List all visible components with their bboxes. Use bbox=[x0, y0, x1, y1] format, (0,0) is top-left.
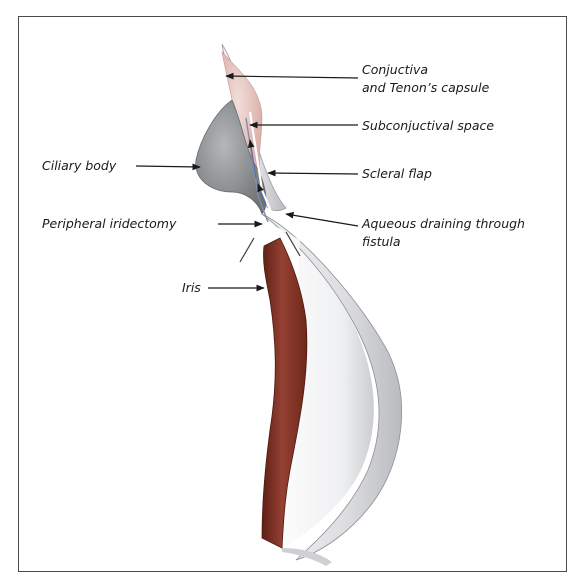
label-conjunctiva-line2: and Tenon’s capsule bbox=[362, 80, 490, 95]
label-conjunctiva-line1: Conjuctiva bbox=[362, 62, 428, 77]
label-aqueous-line1: Aqueous draining through bbox=[361, 216, 525, 231]
label-scleral-flap: Scleral flap bbox=[362, 166, 432, 181]
pointer-aqueous bbox=[286, 214, 358, 226]
label-peripheral-iridectomy: Peripheral iridectomy bbox=[42, 216, 177, 231]
label-subconjunctival-space: Subconjuctival space bbox=[362, 118, 494, 133]
label-iris: Iris bbox=[182, 280, 201, 295]
pointer-scleral-flap bbox=[268, 173, 358, 174]
label-aqueous-line2: fistula bbox=[362, 234, 401, 249]
label-ciliary-body: Ciliary body bbox=[42, 158, 117, 173]
pointer-ciliary bbox=[136, 166, 200, 167]
iridectomy-line-1 bbox=[240, 238, 254, 262]
